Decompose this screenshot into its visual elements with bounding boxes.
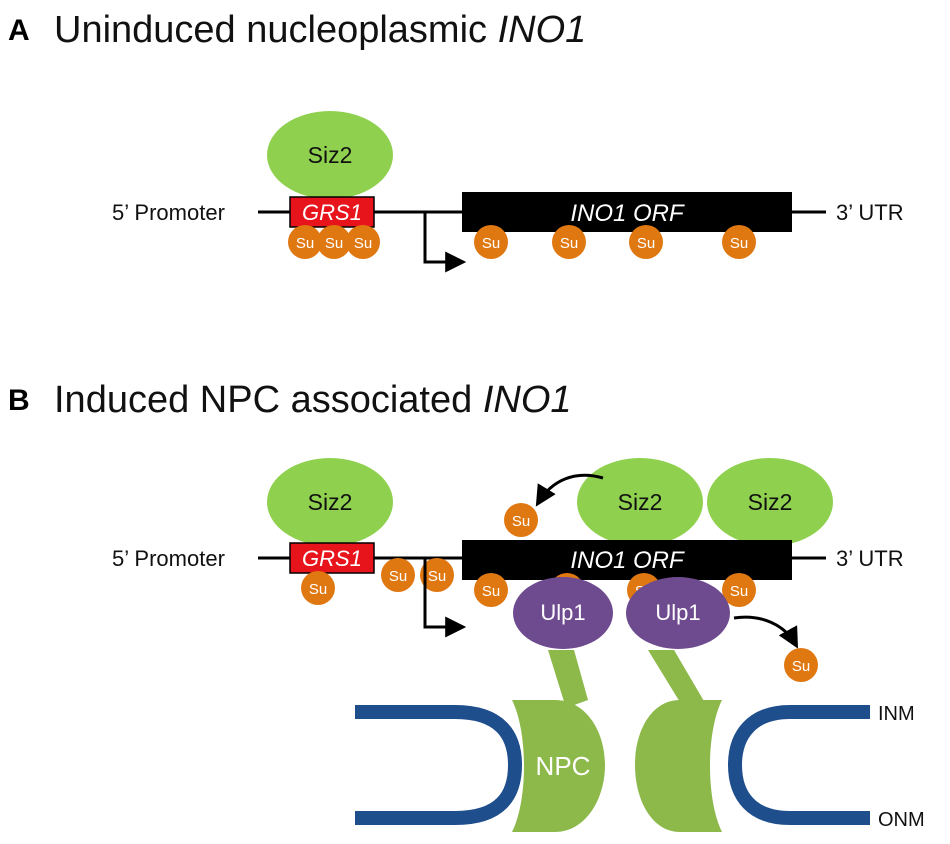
panel-b: B Induced NPC associated INO1 5’ Promote… — [8, 379, 925, 832]
siz2-label: Siz2 — [308, 489, 353, 515]
orf-label: INO1 ORF — [570, 200, 685, 227]
promoter-label: 5’ Promoter — [112, 200, 225, 225]
sumo-release-arrow — [733, 615, 799, 649]
sumo — [474, 225, 508, 259]
siz2-label: Siz2 — [308, 142, 353, 168]
sumo-label: Su — [792, 658, 810, 675]
sumo-group: Su Su Su — [288, 225, 380, 259]
sumo-label: Su — [482, 235, 500, 252]
siz2-label: Siz2 — [618, 489, 663, 515]
utr-label: 3’ UTR — [836, 200, 904, 225]
sumo-released — [504, 503, 538, 537]
siz2-protein — [707, 458, 833, 546]
panel-b-title: Induced NPC associated INO1 — [54, 379, 572, 421]
npc-half-left — [512, 700, 605, 832]
grs1-label: GRS1 — [302, 200, 362, 225]
siz2-label: Siz2 — [748, 489, 793, 515]
sumo-label: Su — [325, 235, 343, 252]
sumo-label: Su — [730, 583, 748, 600]
orf-label: INO1 ORF — [570, 547, 685, 574]
sumo-label: Su — [428, 568, 446, 585]
siz2-protein — [577, 458, 703, 546]
sumo — [420, 558, 454, 592]
sumo-group: Su Su Su Su — [474, 225, 756, 259]
onm-label: ONM — [878, 809, 925, 831]
transcription-start-arrow — [423, 558, 467, 638]
sumo — [629, 225, 663, 259]
sumo-label: Su — [354, 235, 372, 252]
grs1-label: GRS1 — [302, 546, 362, 571]
npc-tether — [548, 650, 588, 708]
sumo — [474, 573, 508, 607]
sumo-label: Su — [730, 235, 748, 252]
ulp1-protein — [513, 577, 613, 649]
ulp1-protein — [626, 577, 730, 649]
inm-label: INM — [878, 703, 915, 725]
npc-label: NPC — [536, 751, 591, 781]
sumo-released — [784, 648, 818, 682]
grs1-box — [289, 196, 375, 228]
sumo-label: Su — [309, 581, 327, 598]
nuclear-membrane-left — [355, 705, 523, 825]
npc-tether — [648, 650, 708, 712]
sumo-label: Su — [482, 583, 500, 600]
sumo — [301, 571, 335, 605]
sumo-label: Su — [637, 235, 655, 252]
panel-a: A Uninduced nucleoplasmic INO1 5’ Promot… — [8, 9, 904, 273]
sumo-label: Su — [512, 513, 530, 530]
sumo — [381, 558, 415, 592]
ulp1-label: Ulp1 — [655, 600, 700, 625]
promoter-label: 5’ Promoter — [112, 546, 225, 571]
sumo-label: Su — [296, 235, 314, 252]
npc-half-right — [635, 700, 722, 832]
utr-label: 3’ UTR — [836, 546, 904, 571]
sumo — [317, 225, 351, 259]
nuclear-membrane-right — [727, 705, 870, 825]
transcription-start-arrow — [423, 212, 467, 273]
sumo — [552, 225, 586, 259]
sumo-label: Su — [560, 235, 578, 252]
siz2-protein — [267, 458, 393, 546]
sumo — [722, 225, 756, 259]
sumo — [722, 573, 756, 607]
grs1-box — [289, 542, 375, 574]
sumo-release-arrow — [535, 473, 604, 507]
panel-b-letter: B — [8, 384, 30, 417]
sumo — [346, 225, 380, 259]
siz2-protein — [267, 111, 393, 199]
sumo-label: Su — [389, 568, 407, 585]
panel-a-title: Uninduced nucleoplasmic INO1 — [54, 9, 586, 51]
panel-a-letter: A — [8, 14, 30, 47]
sumo — [288, 225, 322, 259]
ulp1-label: Ulp1 — [540, 600, 585, 625]
